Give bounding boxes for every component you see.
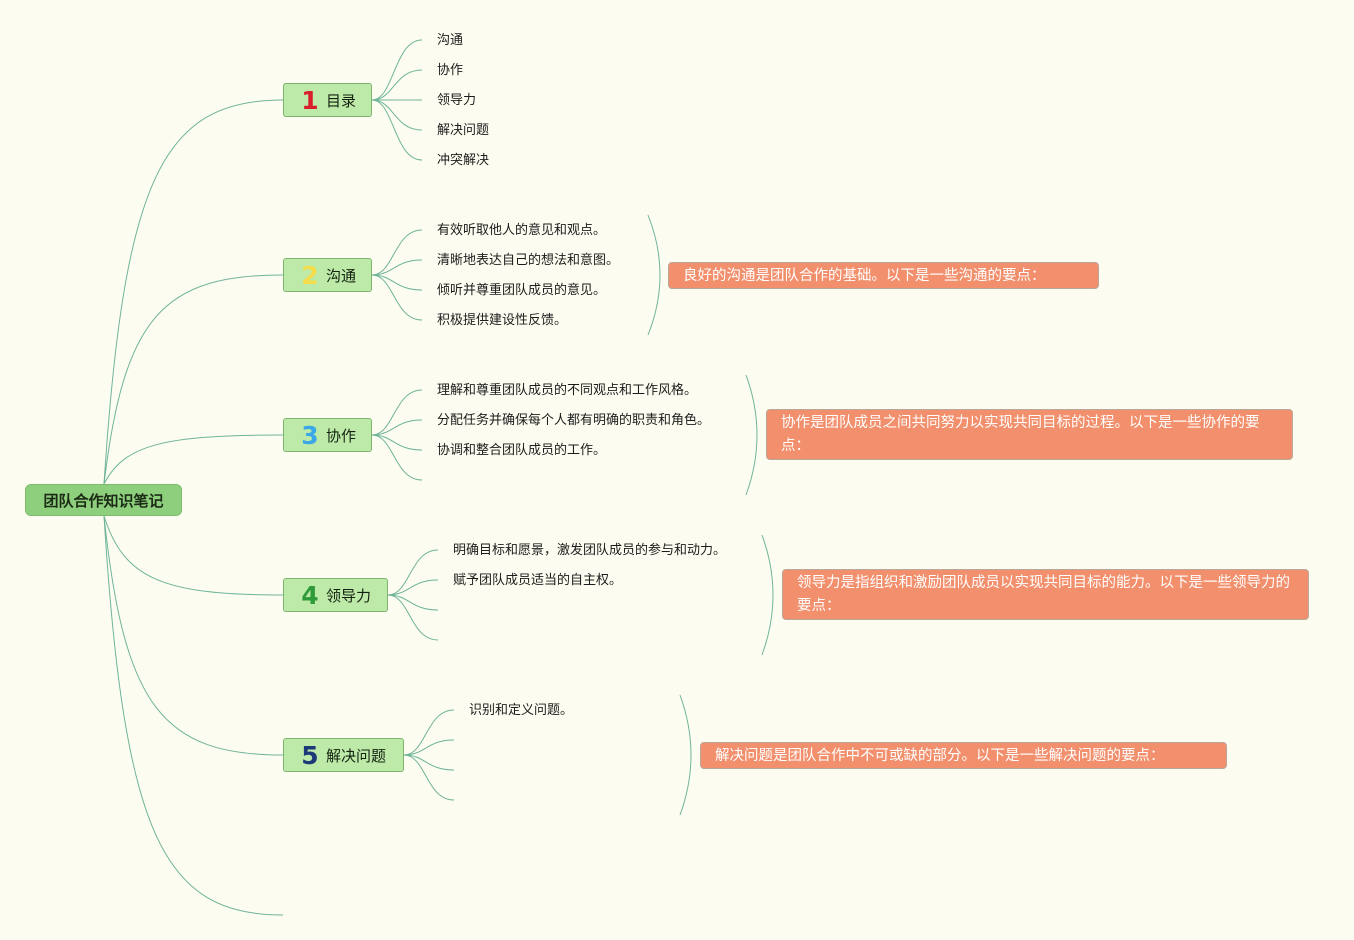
topic-label: 协作 — [326, 426, 357, 445]
leaf-branch-line — [371, 259, 423, 276]
root-branch-line — [103, 515, 284, 596]
summary-bracket — [745, 374, 758, 496]
leaf-branch-line — [403, 754, 455, 801]
leaf-branch-line — [387, 579, 439, 596]
root-branch-line — [103, 274, 284, 485]
number-2-icon: 2 — [301, 260, 319, 290]
leaf-item[interactable]: 协作 — [437, 63, 464, 78]
number-3-icon: 3 — [301, 420, 319, 450]
leaf-item[interactable]: 分配任务并确保每个人都有明确的职责和角色。 — [437, 413, 711, 428]
leaf-branch-line — [371, 434, 423, 451]
leaf-item[interactable]: 有效听取他人的意见和观点。 — [437, 223, 607, 238]
leaf-branch-line — [371, 389, 423, 436]
leaf-branch-line — [387, 594, 439, 611]
topic-label: 领导力 — [326, 586, 372, 605]
topic-communication[interactable]: 2 沟通 — [283, 258, 372, 292]
leaf-branch-line — [371, 99, 423, 131]
leaf-item[interactable]: 积极提供建设性反馈。 — [437, 313, 568, 328]
root-branch-line — [103, 99, 284, 485]
topic-label: 目录 — [326, 91, 357, 110]
summary-note-communication[interactable]: 良好的沟通是团队合作的基础。以下是一些沟通的要点： — [668, 262, 1099, 289]
topic-leadership[interactable]: 4 领导力 — [283, 578, 388, 612]
root-branch-line — [103, 515, 284, 756]
leaf-branch-line — [403, 709, 455, 756]
summary-note-leadership[interactable]: 领导力是指组织和激励团队成员以实现共同目标的能力。以下是一些领导力的要点： — [782, 569, 1309, 620]
leaf-item[interactable]: 领导力 — [437, 93, 477, 108]
leaf-branch-line — [371, 229, 423, 276]
root-topic[interactable]: 团队合作知识笔记 — [25, 484, 182, 516]
topic-problem-solving[interactable]: 5 解决问题 — [283, 738, 404, 772]
topic-collaboration[interactable]: 3 协作 — [283, 418, 372, 452]
leaf-item[interactable]: 解决问题 — [437, 123, 490, 138]
root-topic-label: 团队合作知识笔记 — [43, 491, 164, 510]
summary-bracket — [647, 214, 661, 336]
leaf-branch-line — [371, 39, 423, 101]
leaf-item[interactable]: 冲突解决 — [437, 153, 490, 168]
leaf-item[interactable]: 明确目标和愿景，激发团队成员的参与和动力。 — [453, 543, 727, 558]
summary-bracket — [761, 534, 774, 656]
leaf-item[interactable]: 协调和整合团队成员的工作。 — [437, 443, 607, 458]
number-1-icon: 1 — [301, 85, 319, 115]
leaf-item[interactable]: 沟通 — [437, 33, 464, 48]
leaf-branch-line — [403, 739, 455, 756]
leaf-branch-line — [371, 434, 423, 481]
root-branch-line — [103, 434, 284, 485]
leaf-branch-line — [371, 99, 423, 161]
leaf-branch-line — [371, 274, 423, 291]
leaf-item[interactable]: 倾听并尊重团队成员的意见。 — [437, 283, 607, 298]
leaf-item[interactable]: 理解和尊重团队成员的不同观点和工作风格。 — [437, 383, 698, 398]
leaf-branch-line — [371, 419, 423, 436]
leaf-branch-line — [403, 754, 455, 771]
number-4-icon: 4 — [301, 580, 319, 610]
topic-table-of-contents[interactable]: 1 目录 — [283, 83, 372, 117]
leaf-item[interactable]: 识别和定义问题。 — [469, 703, 574, 718]
root-branch-line — [103, 515, 284, 916]
leaf-branch-line — [387, 594, 439, 641]
summary-bracket — [679, 694, 692, 816]
leaf-branch-line — [387, 549, 439, 596]
summary-note-collaboration[interactable]: 协作是团队成员之间共同努力以实现共同目标的过程。以下是一些协作的要点： — [766, 409, 1293, 460]
topic-label: 解决问题 — [326, 746, 387, 765]
leaf-item[interactable]: 赋予团队成员适当的自主权。 — [453, 573, 623, 588]
topic-label: 沟通 — [326, 266, 357, 285]
number-5-icon: 5 — [301, 740, 319, 770]
summary-note-problem-solving[interactable]: 解决问题是团队合作中不可或缺的部分。以下是一些解决问题的要点： — [700, 742, 1227, 769]
leaf-item[interactable]: 清晰地表达自己的想法和意图。 — [437, 253, 620, 268]
leaf-branch-line — [371, 69, 423, 101]
leaf-branch-line — [371, 274, 423, 321]
